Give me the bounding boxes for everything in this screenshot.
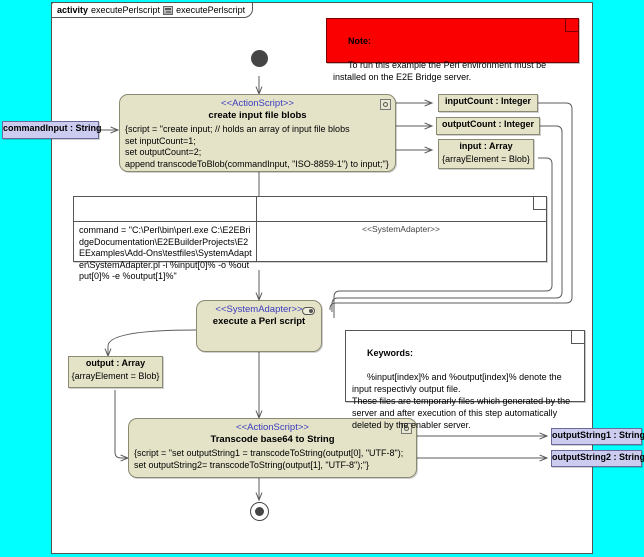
system-adapter-note-divider	[256, 197, 257, 261]
action-create-input-stereotype: <<ActionScript>>	[221, 98, 294, 109]
action-execute-perl-stereotype: <<SystemAdapter>>	[215, 304, 303, 315]
system-adapter-note-head	[74, 197, 546, 222]
warning-note-body: To run this example the Perl environment…	[333, 60, 549, 82]
action-create-input-title: create input file blobs	[208, 110, 307, 121]
note-fold-corner	[533, 197, 546, 210]
system-adapter-pin-badge	[302, 307, 315, 315]
activity-keyword: activity	[57, 5, 89, 15]
initial-node[interactable]	[251, 50, 268, 67]
warning-note-title: Note:	[348, 36, 372, 46]
keywords-note: Keywords: %input[index]% and %output[ind…	[345, 330, 585, 430]
diagram-icon	[163, 5, 174, 15]
object-output-string-1[interactable]: outputString1 : String	[551, 428, 644, 445]
activity-final-node[interactable]	[250, 502, 269, 521]
action-transcode-title: Transcode base64 to String	[210, 434, 335, 445]
activity-name: executePerlscript	[91, 5, 161, 15]
system-adapter-note: command = "C:\Perl\bin\perl.exe C:\E2EBr…	[73, 196, 547, 281]
action-transcode-stereotype: <<ActionScript>>	[236, 422, 309, 433]
object-output-array-label: output : Array	[85, 358, 146, 368]
action-script-badge	[380, 99, 391, 110]
object-input-count-label: inputCount : Integer	[445, 96, 531, 106]
action-transcode-script: {script = "set outputString1 = transcode…	[134, 448, 404, 470]
system-adapter-command: command = "C:\Perl\bin\perl.exe C:\E2EBr…	[79, 225, 252, 281]
action-transcode-base64-to-string[interactable]: <<ActionScript>> Transcode base64 to Str…	[128, 418, 417, 478]
object-input-array-constraint: {arrayElement = Blob}	[442, 154, 530, 164]
action-create-input-file-blobs[interactable]: <<ActionScript>> create input file blobs…	[119, 94, 396, 172]
system-adapter-note-stereotype: <<SystemAdapter>>	[362, 224, 440, 234]
keywords-note-body: %input[index]% and %output[index]% denot…	[352, 372, 571, 430]
object-output-count[interactable]: outputCount : Integer	[436, 117, 540, 135]
note-fold-corner	[571, 331, 584, 344]
object-output-string-2[interactable]: outputString2 : String	[551, 450, 644, 467]
object-output-string-1-label: outputString1 : String	[552, 430, 644, 440]
action-script-badge	[401, 423, 412, 434]
object-output-array[interactable]: output : Array {arrayElement = Blob}	[68, 356, 163, 388]
object-input-array[interactable]: input : Array {arrayElement = Blob}	[438, 139, 534, 169]
activity-frame-tab[interactable]: activity executePerlscript executePerlsc…	[51, 2, 254, 18]
activity-second-name: executePerlscript	[176, 5, 246, 15]
object-output-count-label: outputCount : Integer	[442, 119, 534, 129]
action-execute-perl-script[interactable]: <<SystemAdapter>> execute a Perl script	[196, 300, 322, 352]
object-command-input-label: commandInput : String	[3, 123, 102, 133]
object-command-input[interactable]: commandInput : String	[2, 121, 102, 139]
action-create-input-script: {script = "create input; // holds an arr…	[125, 124, 389, 169]
object-input-array-label: input : Array	[459, 141, 513, 151]
object-output-string-2-label: outputString2 : String	[552, 452, 644, 462]
action-execute-perl-title: execute a Perl script	[212, 316, 306, 327]
note-fold-corner	[565, 19, 578, 32]
keywords-note-title: Keywords:	[367, 348, 414, 358]
warning-note: Note: To run this example the Perl envir…	[326, 18, 579, 82]
object-output-array-constraint: {arrayElement = Blob}	[71, 371, 160, 381]
